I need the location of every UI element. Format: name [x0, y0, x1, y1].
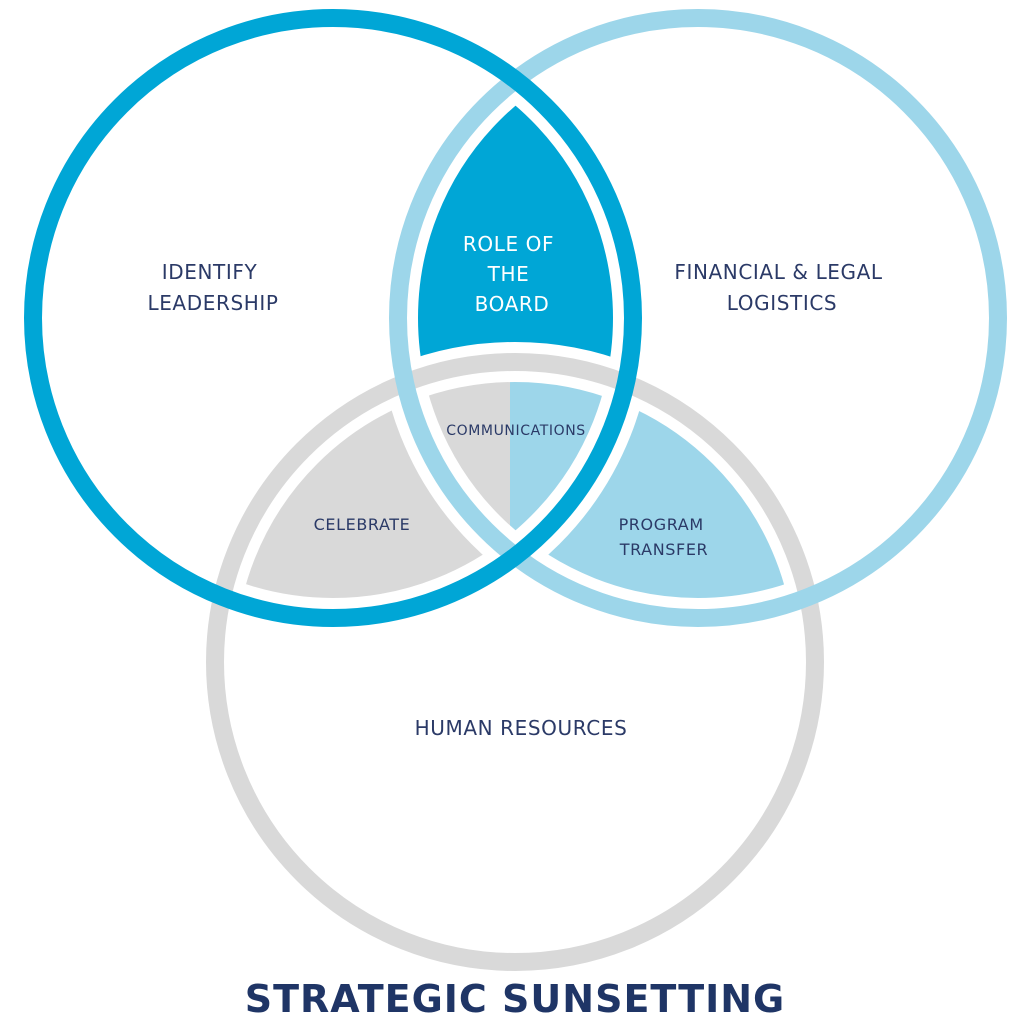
diagram-title: STRATEGIC SUNSETTING [245, 977, 786, 1021]
financial-legal-circle [389, 9, 1007, 627]
right-circle-label: FINANCIAL & LEGAL LOGISTICS [674, 260, 889, 315]
left-circle-label: IDENTIFY LEADERSHIP [147, 260, 278, 315]
identify-leadership-circle [24, 9, 642, 627]
celebrate-label: CELEBRATE [314, 515, 411, 534]
program-transfer-label: PROGRAM TRANSFER [619, 515, 710, 559]
human-resources-circle [206, 353, 824, 971]
role-of-board-label: ROLE OF THE BOARD [463, 232, 561, 316]
bottom-circle-label: HUMAN RESOURCES [415, 716, 628, 740]
communications-label: COMMUNICATIONS [446, 423, 586, 439]
